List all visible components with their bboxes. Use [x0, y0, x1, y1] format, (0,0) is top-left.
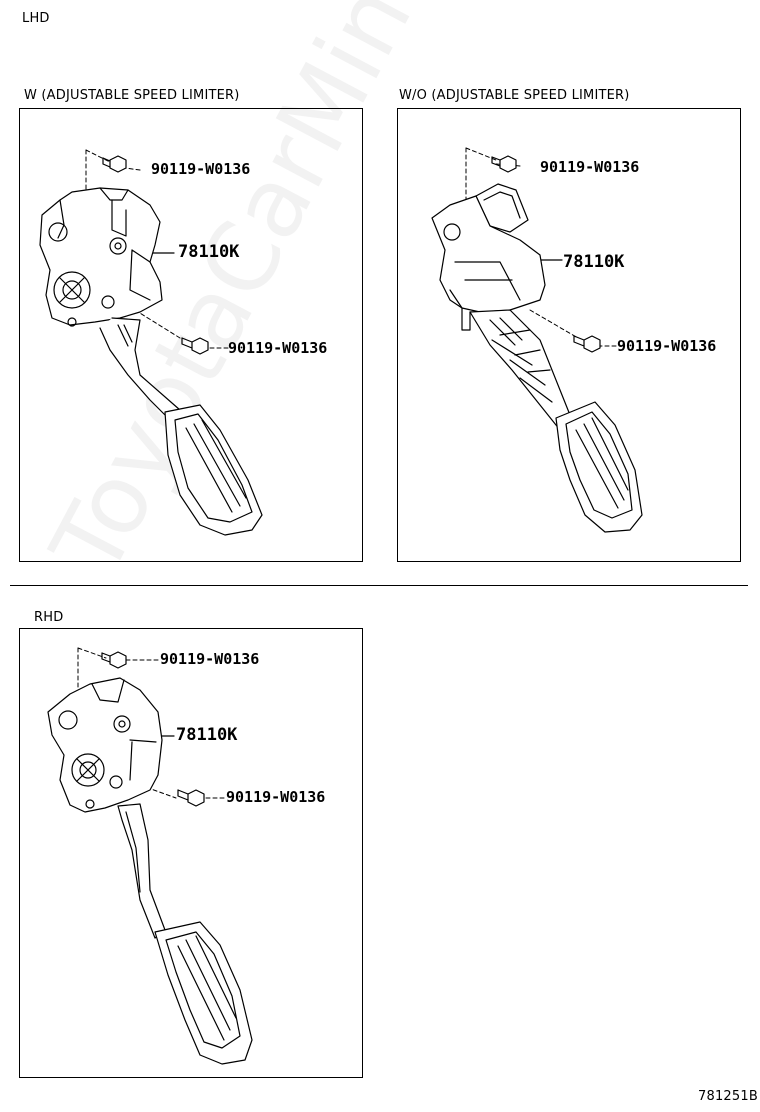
bolt-icon — [101, 651, 127, 669]
panel-rhd — [19, 628, 363, 1078]
panel-title-wo-limiter: W/O (ADJUSTABLE SPEED LIMITER) — [399, 88, 630, 103]
rhd-bolt-bottom-callout: 90119-W0136 — [226, 788, 326, 806]
wo-limiter-pedal-callout: 78110K — [563, 252, 625, 272]
section-divider — [10, 585, 748, 586]
w-limiter-pedal-callout: 78110K — [178, 242, 240, 262]
bolt-icon — [102, 155, 127, 173]
panel-title-w-limiter: W (ADJUSTABLE SPEED LIMITER) — [24, 88, 240, 103]
lhd-label: LHD — [22, 11, 50, 26]
w-limiter-bolt-bottom-callout: 90119-W0136 — [228, 339, 328, 357]
rhd-pedal-callout: 78110K — [176, 725, 238, 745]
bolt-icon — [177, 789, 205, 807]
panel-w-limiter — [19, 108, 363, 562]
rhd-bolt-top-callout: 90119-W0136 — [160, 650, 260, 668]
panel-wo-limiter — [397, 108, 741, 562]
wo-limiter-bolt-top-callout: 90119-W0136 — [540, 158, 640, 176]
bolt-icon — [181, 337, 209, 355]
pedal-assembly-rhd — [47, 647, 253, 1065]
bolt-icon — [573, 335, 601, 353]
pedal-assembly-w-limiter — [39, 149, 263, 536]
bolt-icon — [491, 155, 517, 173]
pedal-assembly-wo-limiter — [431, 147, 643, 533]
rhd-label: RHD — [34, 610, 64, 625]
figure-id: 781251B — [698, 1089, 758, 1104]
wo-limiter-bolt-bottom-callout: 90119-W0136 — [617, 337, 717, 355]
w-limiter-bolt-top-callout: 90119-W0136 — [151, 160, 251, 178]
